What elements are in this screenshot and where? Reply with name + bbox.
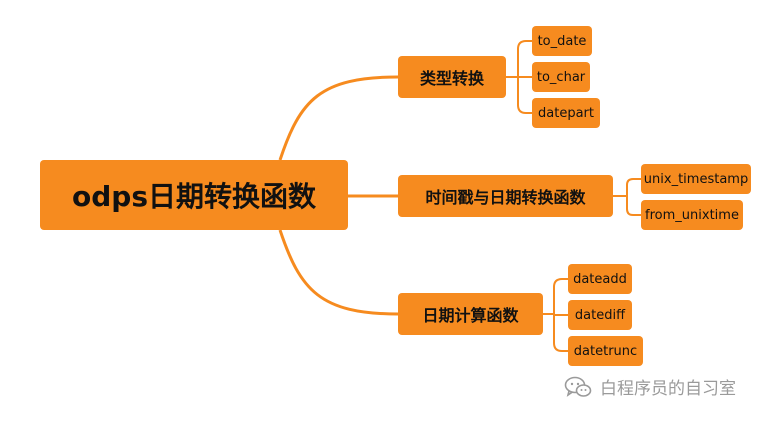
leaf-node-datepart: datepart (532, 98, 600, 128)
leaf-node-datediff: datediff (568, 300, 632, 330)
watermark-text: 白程序员的自习室 (600, 379, 736, 399)
link-root-to-branch-2 (278, 229, 399, 316)
wechat-icon (564, 376, 592, 397)
link-branch-2-children (543, 278, 568, 352)
branch-node-timestamp-conversion: 时间戳与日期转换函数 (398, 175, 613, 217)
leaf-node-to-date: to_date (532, 26, 592, 56)
leaf-node-to-char: to_char (532, 62, 590, 92)
link-root-to-branch-0 (278, 75, 399, 161)
branch-node-type-conversion: 类型转换 (398, 56, 506, 98)
leaf-node-datetrunc: datetrunc (568, 336, 643, 366)
link-branch-0-children (506, 40, 532, 114)
leaf-node-dateadd: dateadd (568, 264, 632, 294)
watermark: 白程序员的自习室 (564, 374, 736, 399)
root-node: odps日期转换函数 (40, 160, 348, 230)
leaf-node-unix-timestamp: unix_timestamp (641, 164, 751, 194)
branch-node-date-calculation: 日期计算函数 (398, 293, 543, 335)
leaf-node-from-unixtime: from_unixtime (641, 200, 743, 230)
link-branch-1-children (613, 178, 641, 216)
